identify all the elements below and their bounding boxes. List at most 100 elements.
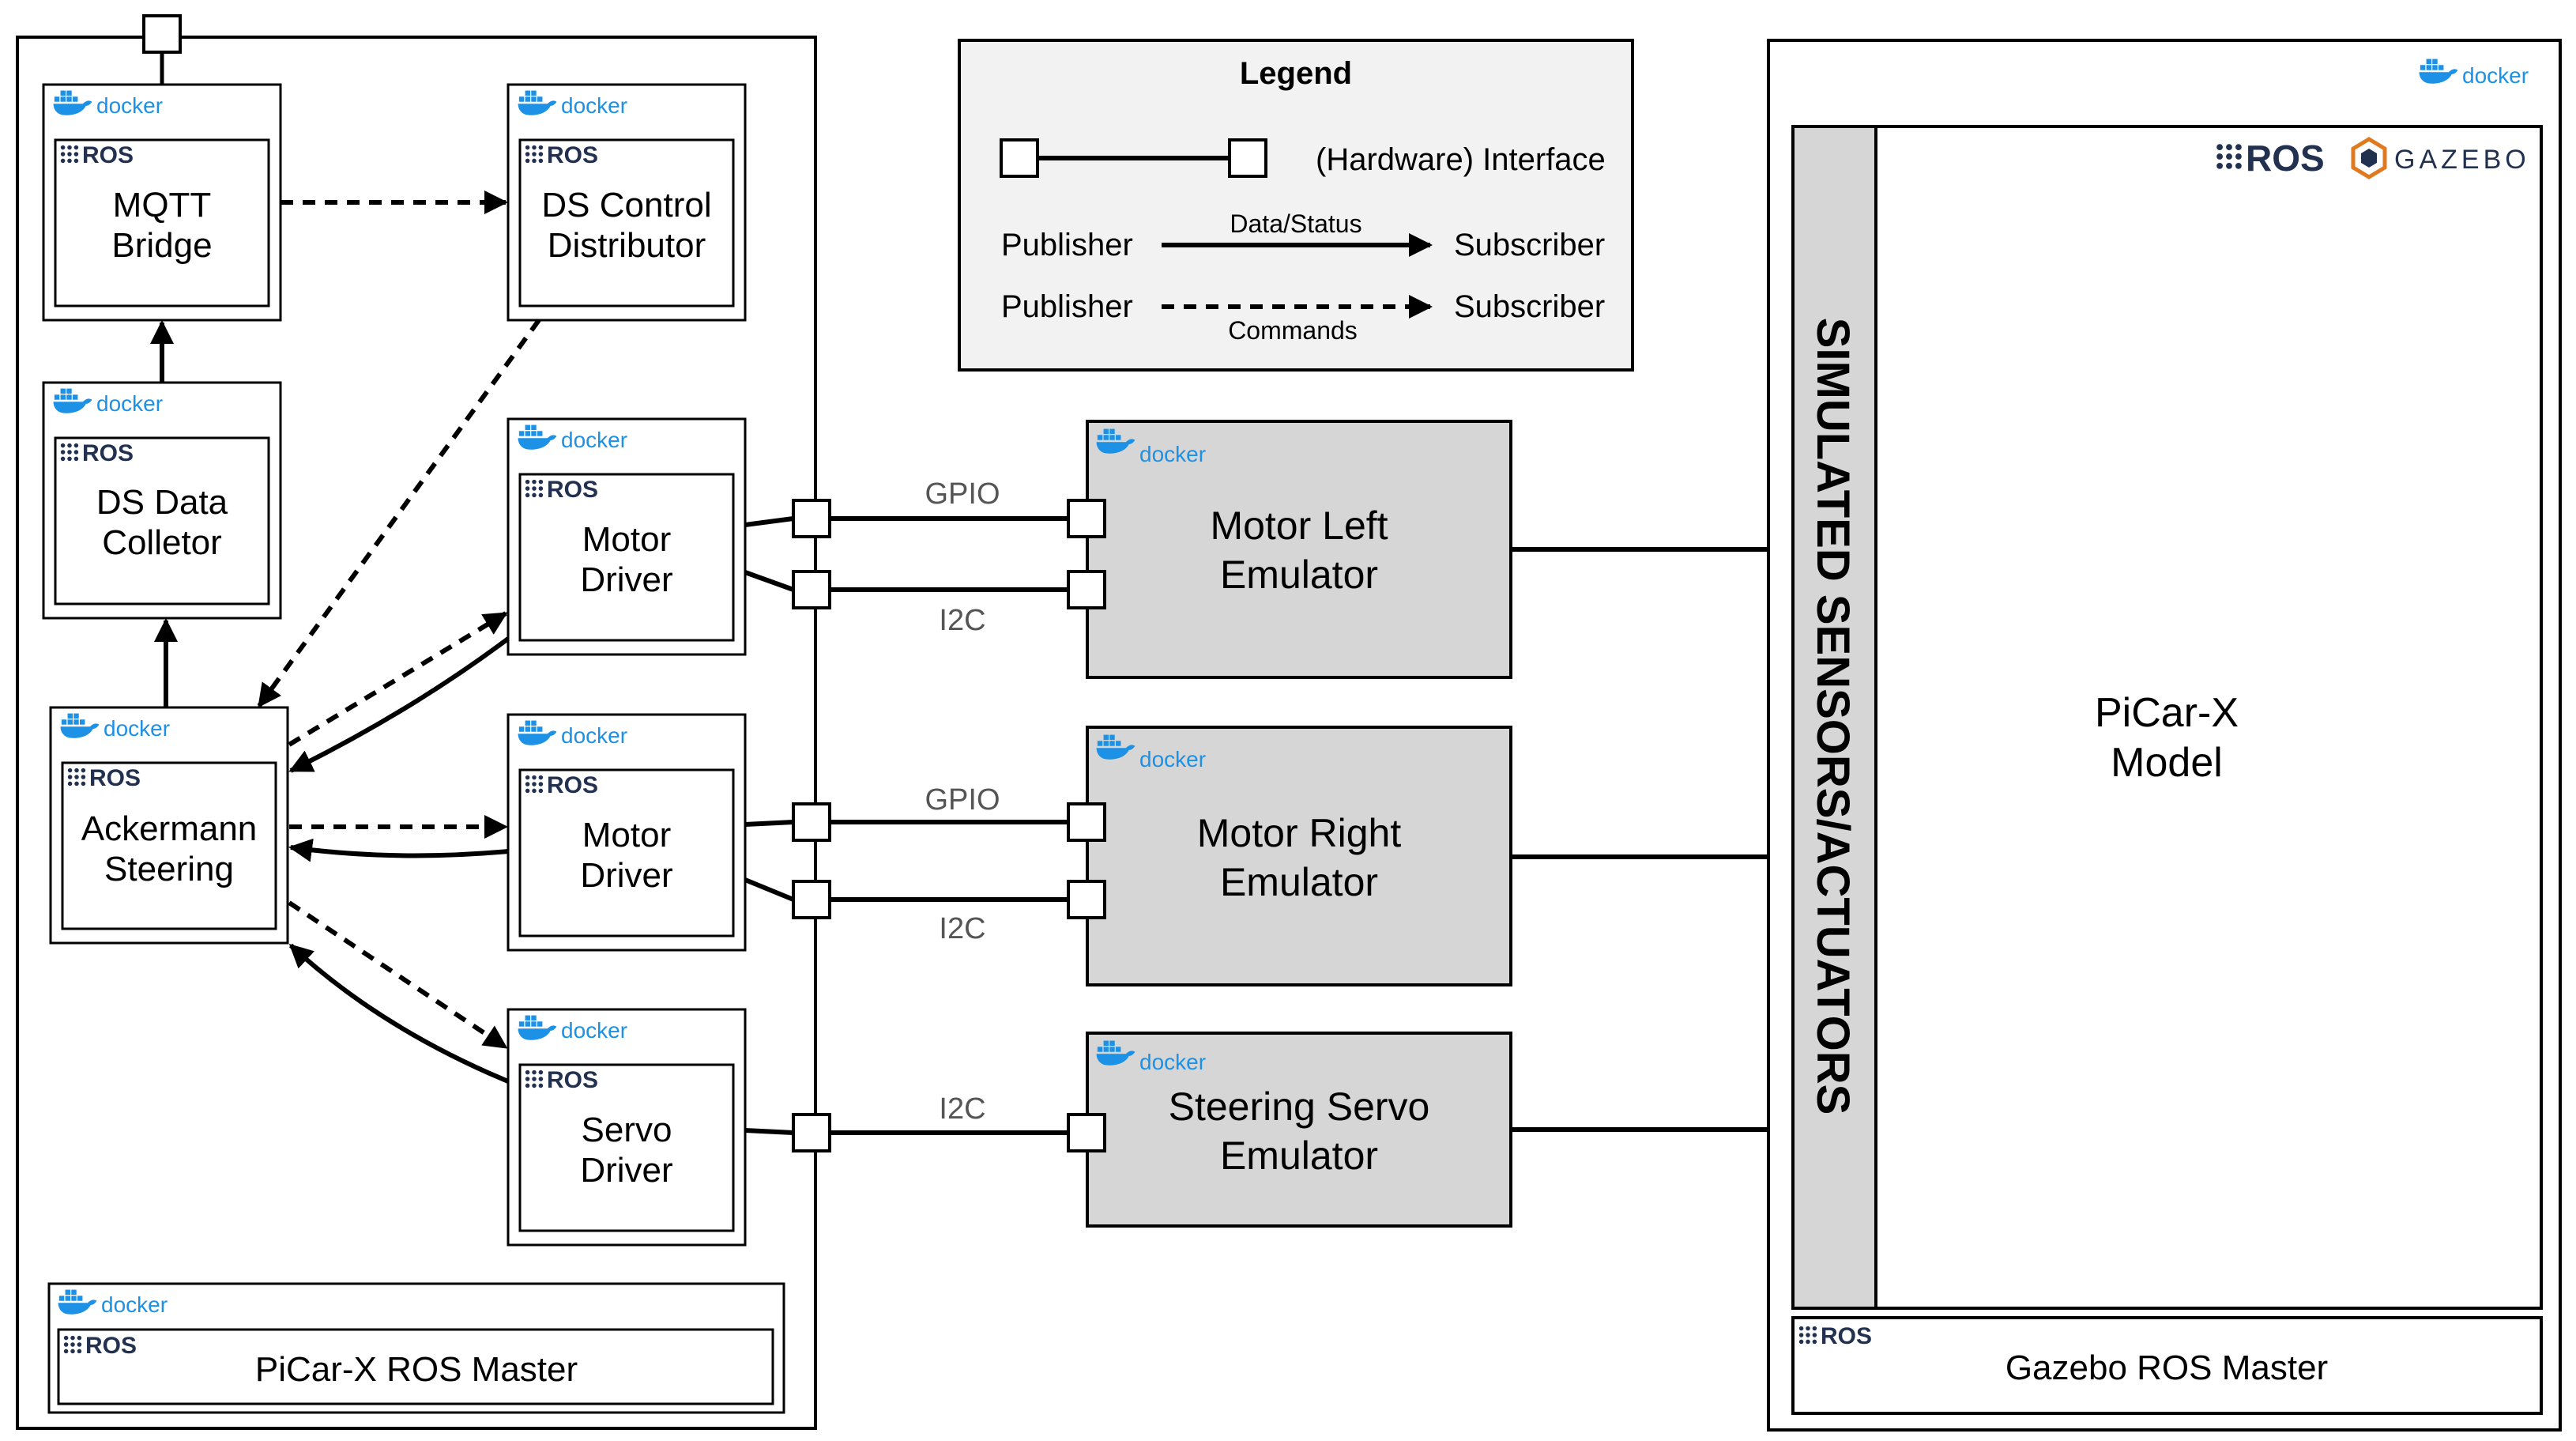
docker-label: docker xyxy=(561,428,627,452)
port-gpio-1-left xyxy=(792,499,831,538)
docker-label: docker xyxy=(2462,63,2529,88)
motor-right-line2: Emulator xyxy=(1220,860,1378,904)
link-md2-i2c-stub xyxy=(744,877,795,902)
model-line1: PiCar-X xyxy=(2095,690,2239,736)
docker-label: docker xyxy=(1139,1050,1206,1074)
label-i2c-2: I2C xyxy=(939,912,985,945)
ds-data-line2: Colletor xyxy=(102,523,222,562)
port-gpio-1-right xyxy=(1067,499,1106,538)
port-i2c-2-right xyxy=(1067,880,1106,919)
gazebo-ros-master: ROS Gazebo ROS Master xyxy=(1791,1316,2543,1415)
ackermann-line2: Steering xyxy=(104,850,234,888)
legend-interface-port-left xyxy=(1000,138,1039,178)
gazebo-label: GAZEBO xyxy=(2394,145,2530,175)
docker-label: docker xyxy=(561,93,627,118)
ds-control-line2: Distributor xyxy=(548,226,706,265)
picar-model-area xyxy=(1874,125,2543,1310)
picar-ros-master: docker ROS PiCar-X ROS Master xyxy=(47,1282,785,1414)
node-servo-driver: docker ROS Servo Driver xyxy=(507,1008,747,1247)
port-i2c-1-right xyxy=(1067,570,1106,609)
node-motor-driver-1: docker ROS Motor Driver xyxy=(507,417,747,656)
docker-label: docker xyxy=(96,391,163,416)
link-md2-gpio-stub xyxy=(744,820,794,827)
ros-label: ROS xyxy=(547,477,598,503)
label-gpio-2: GPIO xyxy=(925,783,1000,817)
legend-title: Legend xyxy=(1240,56,1352,91)
legend-commands-label: Commands xyxy=(1228,316,1358,345)
ds-control-line1: DS Control xyxy=(541,186,711,224)
ros-label: ROS xyxy=(2246,138,2325,179)
ros-label: ROS xyxy=(1821,1323,1872,1349)
motor-left-line1: Motor Left xyxy=(1210,504,1388,548)
ros-label: ROS xyxy=(85,1333,137,1359)
arrow-ackermann-to-motor1 xyxy=(288,611,508,747)
model-line2: Model xyxy=(2111,740,2223,786)
ros-icon xyxy=(525,775,544,794)
simulated-sensors-label: SIMULATED SENSORS/ACTUATORS xyxy=(1807,318,1859,1115)
docker-label: docker xyxy=(101,1292,168,1317)
emulator-motor-right: docker Motor Right Emulator xyxy=(1086,726,1512,986)
link-servo-stub xyxy=(744,1128,794,1135)
ros-label: ROS xyxy=(89,765,141,791)
ros-icon xyxy=(525,479,544,498)
legend-interface-label: (Hardware) Interface xyxy=(1316,142,1606,177)
motor-driver-1-line2: Driver xyxy=(580,560,672,599)
ros-icon xyxy=(525,1069,544,1088)
link-md1-i2c-stub xyxy=(744,570,795,592)
link-md1-gpio-stub xyxy=(744,516,794,527)
ros-icon xyxy=(67,768,86,787)
docker-label: docker xyxy=(1139,442,1206,466)
servo-emulator-line1: Steering Servo xyxy=(1169,1085,1430,1129)
emulator-motor-left: docker Motor Left Emulator xyxy=(1086,420,1512,679)
label-i2c-3: I2C xyxy=(939,1092,985,1126)
ros-label: ROS xyxy=(82,142,134,168)
docker-label: docker xyxy=(561,1018,627,1043)
legend-publisher-2: Publisher xyxy=(1001,289,1133,324)
ros-icon xyxy=(525,145,544,164)
ros-icon xyxy=(2216,144,2242,169)
ros-icon xyxy=(1798,1326,1817,1345)
label-i2c-1: I2C xyxy=(939,604,985,637)
motor-right-line1: Motor Right xyxy=(1197,811,1402,855)
motor-driver-2-line2: Driver xyxy=(580,856,672,895)
legend-interface-port-right xyxy=(1228,138,1267,178)
ros-icon xyxy=(60,145,79,164)
ros-label: ROS xyxy=(547,1067,598,1093)
ros-label: ROS xyxy=(82,440,134,466)
arrow-servo-to-ackermann xyxy=(288,943,510,1084)
mqtt-line1: MQTT xyxy=(113,186,212,224)
legend: Legend (Hardware) Interface Publisher Da… xyxy=(958,39,1634,372)
simulated-sensors-strip xyxy=(1791,125,1877,1310)
port-i2c-1-left xyxy=(792,570,831,609)
arrow-motor2-to-ackermann xyxy=(288,838,509,862)
ros-icon xyxy=(63,1335,82,1354)
motor-left-line2: Emulator xyxy=(1220,553,1378,597)
motor-driver-1-line1: Motor xyxy=(582,520,671,559)
ros-label: ROS xyxy=(547,772,598,798)
docker-label: docker xyxy=(561,723,627,748)
servo-emulator-line2: Emulator xyxy=(1220,1134,1378,1178)
ros-label: ROS xyxy=(547,142,598,168)
node-motor-driver-2: docker ROS Motor Driver xyxy=(507,713,747,952)
port-i2c-3-left xyxy=(792,1113,831,1152)
top-interface-port xyxy=(142,14,182,54)
motor-driver-2-line1: Motor xyxy=(582,816,671,854)
docker-label: docker xyxy=(1139,747,1206,771)
port-gpio-2-left xyxy=(792,802,831,842)
docker-label: docker xyxy=(104,716,170,741)
gazebo-icon xyxy=(2351,137,2387,179)
port-i2c-3-right xyxy=(1067,1113,1106,1152)
ackermann-line1: Ackermann xyxy=(81,809,258,848)
label-gpio-1: GPIO xyxy=(925,477,1000,511)
legend-data-label: Data/Status xyxy=(1230,209,1361,238)
port-i2c-2-left xyxy=(792,880,831,919)
mqtt-line2: Bridge xyxy=(111,226,212,265)
legend-publisher-1: Publisher xyxy=(1001,228,1133,262)
node-ds-data-collector: docker ROS DS Data Colletor xyxy=(42,381,282,620)
servo-driver-line1: Servo xyxy=(582,1111,672,1149)
node-ds-control-distributor: docker ROS DS Control Distributor xyxy=(507,83,747,322)
servo-driver-line2: Driver xyxy=(580,1151,672,1190)
docker-label: docker xyxy=(96,93,163,118)
port-gpio-2-right xyxy=(1067,802,1106,842)
